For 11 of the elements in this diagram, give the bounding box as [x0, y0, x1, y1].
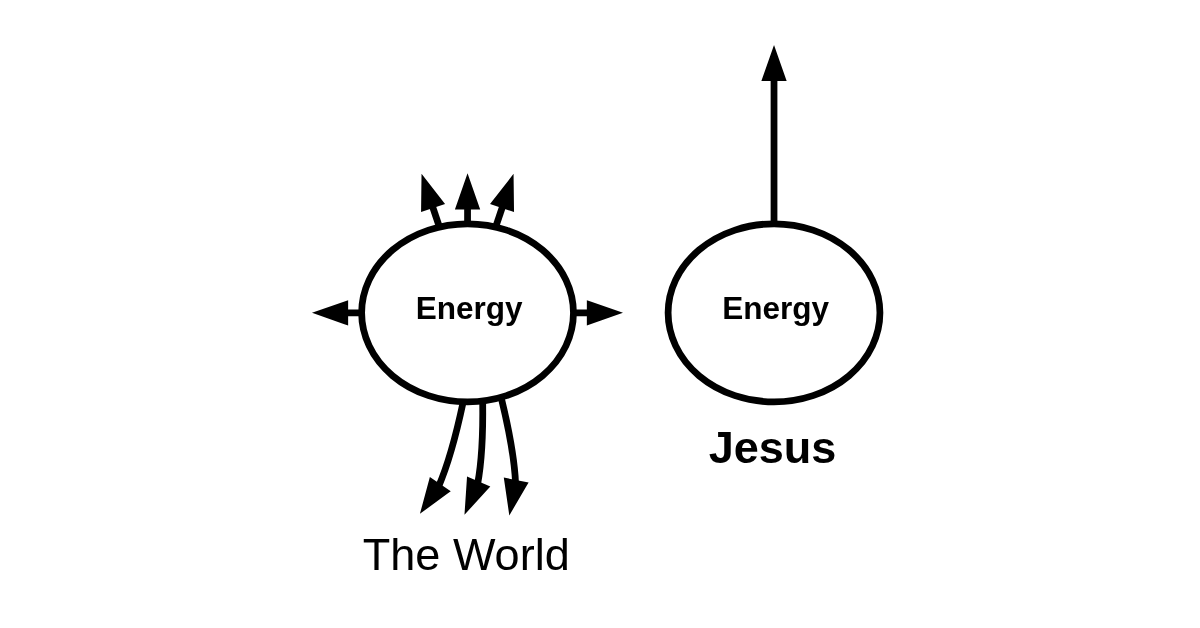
arrow — [463, 401, 490, 515]
node-ellipse: Energy — [357, 220, 577, 406]
arrow — [489, 173, 514, 228]
arrow — [497, 397, 529, 516]
node-label: The World — [362, 529, 570, 581]
arrow — [419, 401, 466, 514]
arrow — [454, 173, 480, 224]
node-ellipse: Energy — [664, 220, 883, 406]
arrow — [420, 173, 445, 228]
node-label: Jesus — [708, 421, 836, 473]
arrow — [760, 44, 787, 224]
